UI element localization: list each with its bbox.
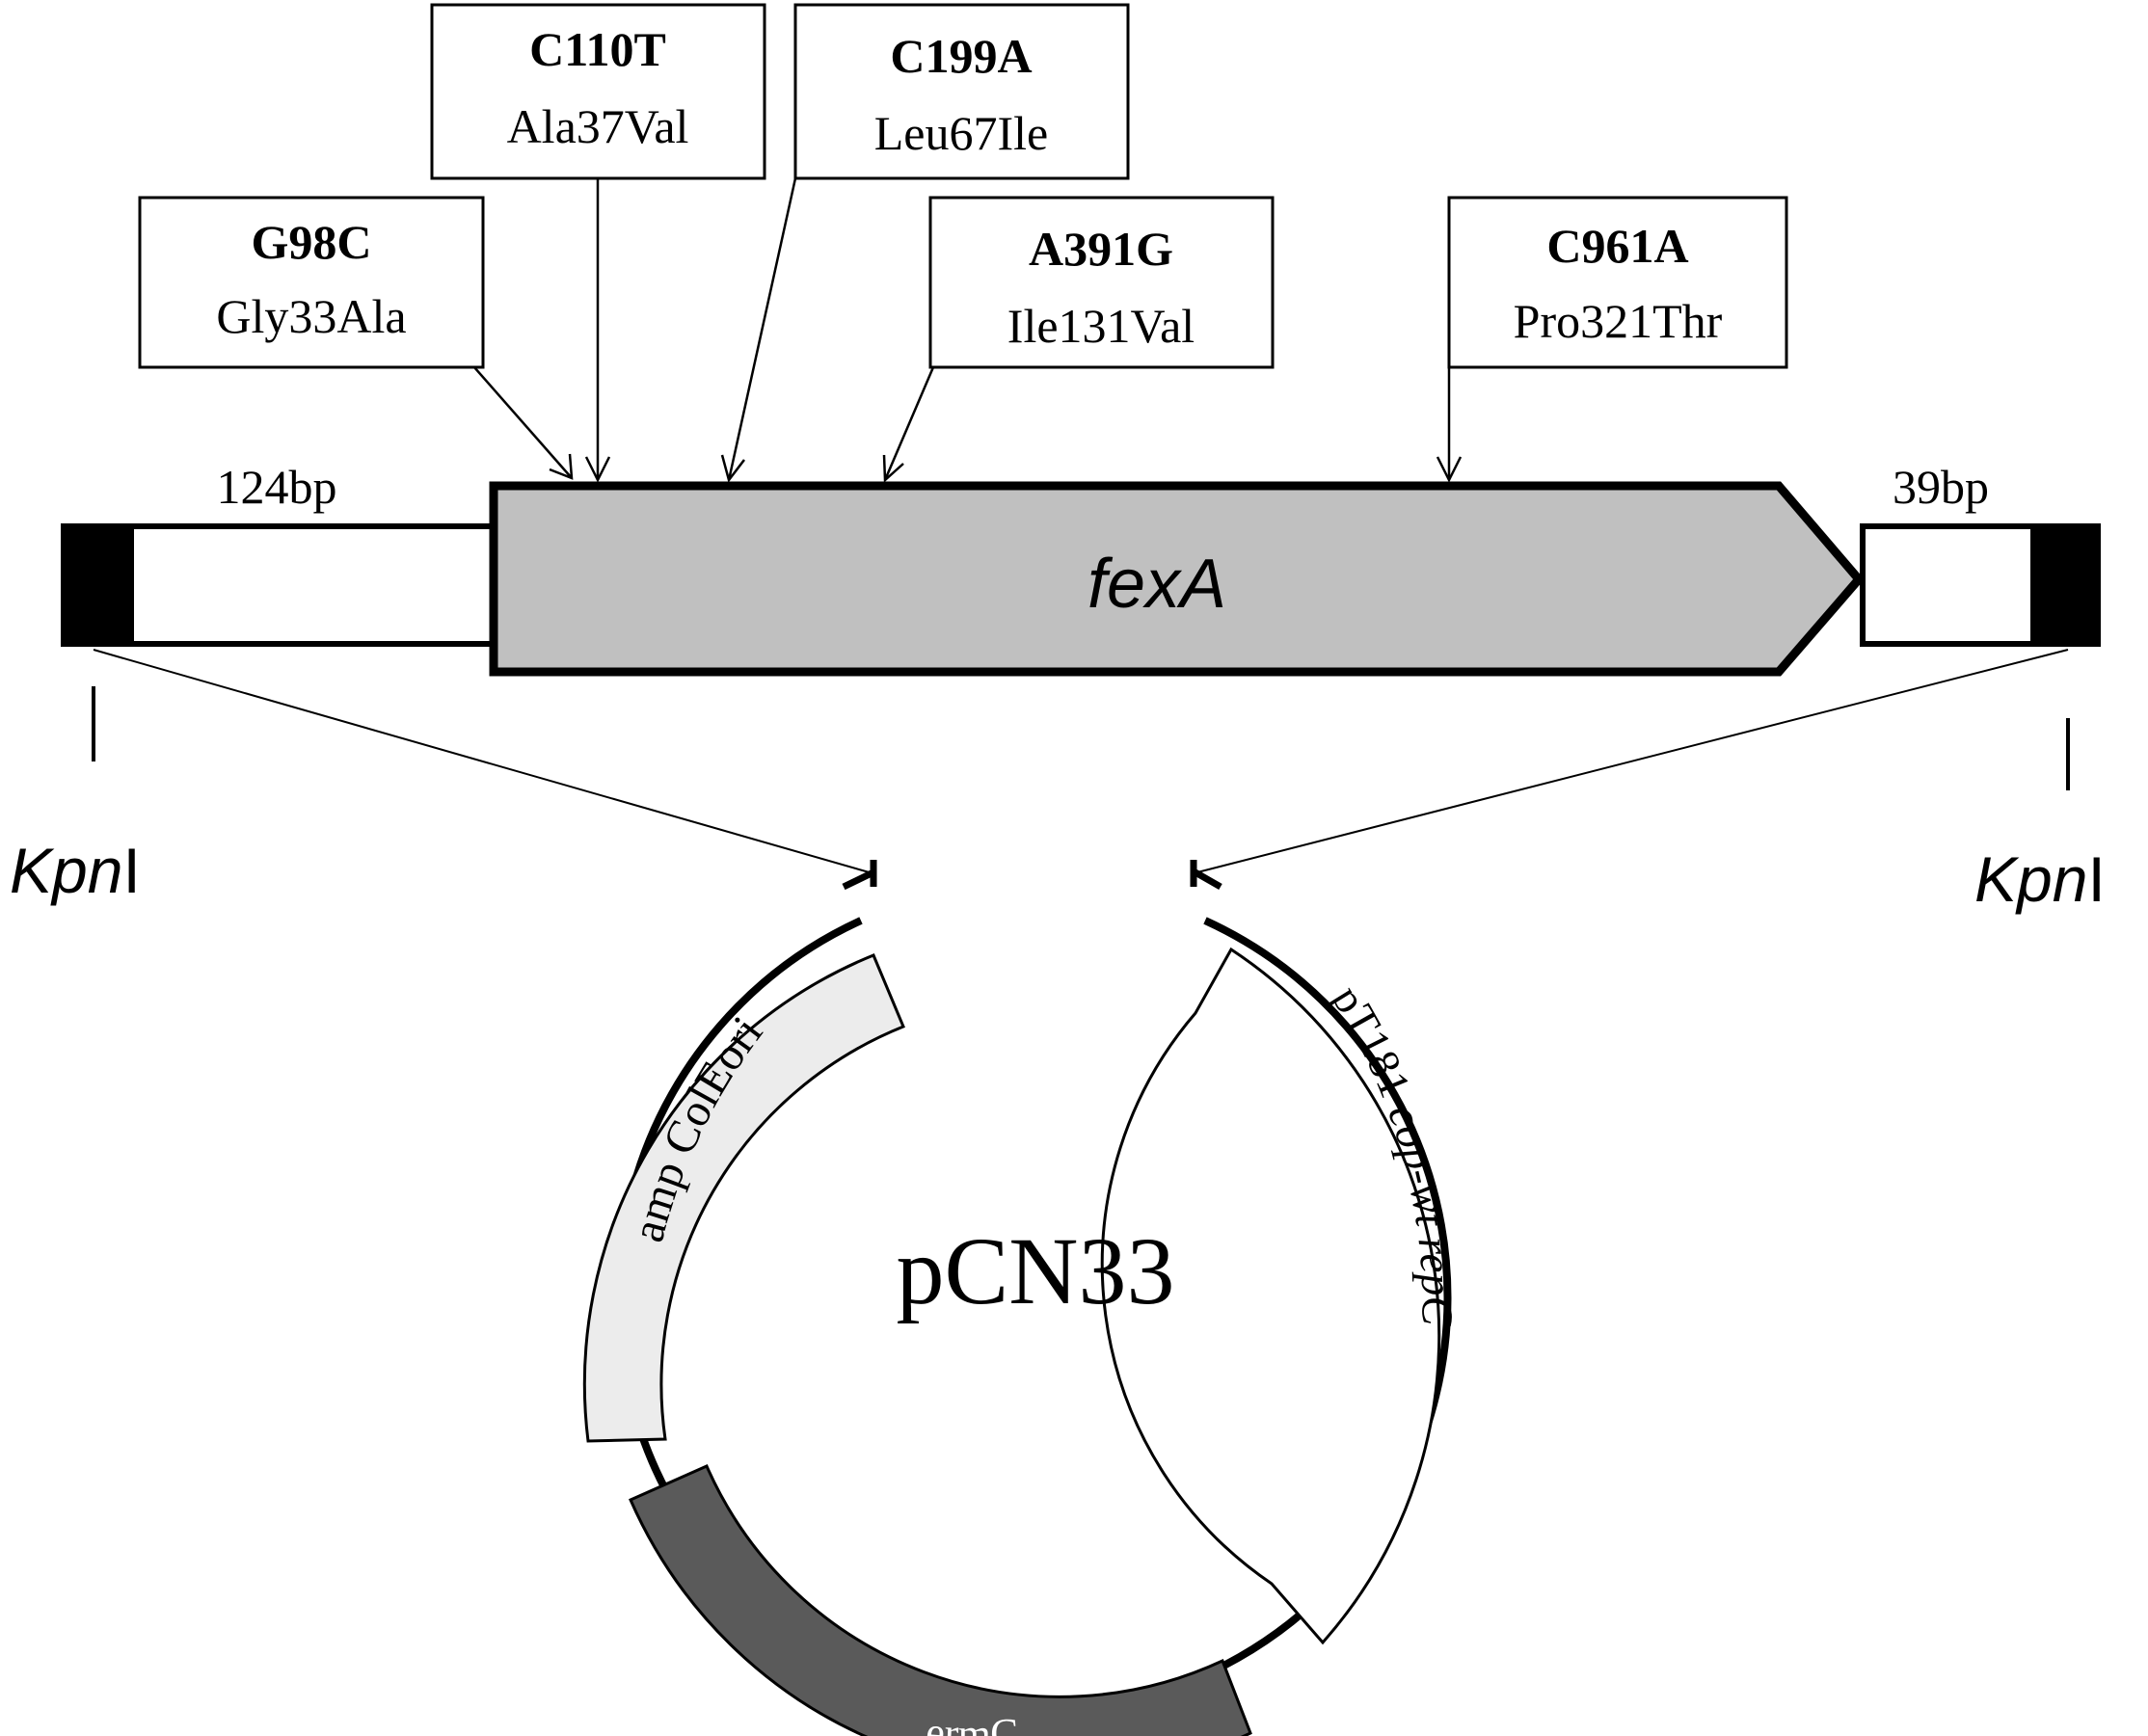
cloning-site-end-left (842, 860, 877, 891)
mutation-protein: Ala37Val (507, 99, 689, 153)
mutation-box-g98c: G98C Gly33Ala (138, 196, 485, 369)
plasmid-map: amp ColEori ermC pT181 cop-wt repC pCN33 (582, 860, 1463, 1736)
mutation-protein: Ile131Val (1007, 299, 1195, 353)
kpni-label-right: KpnI (1974, 843, 2106, 915)
guide-line-right (1193, 649, 2069, 874)
mutation-callouts: G98C Gly33Ala C110T Ala37Val C199A Leu67… (138, 3, 1788, 483)
pointer-a391g (882, 366, 935, 483)
mutation-nucleotide: C110T (529, 22, 666, 76)
mutation-nucleotide: C199A (890, 29, 1032, 83)
mutation-nucleotide: A391G (1029, 222, 1173, 276)
kpni-label-left: KpnI (10, 835, 141, 906)
pointer-c961a (1436, 367, 1463, 483)
kpni-site-right: KpnI (1974, 718, 2106, 915)
guide-line-left (93, 649, 873, 874)
cloning-site-end-right (1190, 860, 1222, 891)
pointer-g98c (473, 366, 574, 480)
downstream-region (1860, 523, 2039, 647)
right-kpni-end-block (2030, 523, 2101, 647)
mutation-nucleotide: G98C (252, 215, 372, 269)
left-kpni-end-block (61, 523, 133, 647)
mutation-protein: Gly33Ala (216, 289, 406, 343)
pointer-c110t (584, 178, 611, 483)
upstream-region (128, 523, 497, 647)
downstream-length-label: 39bp (1893, 460, 1989, 514)
mutation-box-c110t: C110T Ala37Val (430, 3, 766, 180)
segment-amp-colEori (582, 953, 905, 1443)
linear-insert: fexA 124bp 39bp (61, 460, 2101, 677)
mutation-nucleotide: C961A (1546, 219, 1688, 273)
fexa-gene-arrow (489, 481, 1865, 677)
fexa-gene-label: fexA (1087, 546, 1226, 623)
pointer-c199a (720, 177, 797, 483)
kpni-site-left: KpnI (10, 686, 141, 906)
mutation-protein: Leu67Ile (874, 106, 1048, 160)
insertion-guide-lines (93, 649, 2069, 874)
mutation-protein: Pro321Thr (1514, 294, 1723, 348)
mutation-box-c961a: C961A Pro321Thr (1447, 196, 1788, 369)
mutation-box-c199a: C199A Leu67Ile (793, 3, 1130, 180)
plasmid-name: pCN33 (897, 1217, 1175, 1324)
segment-pT181-repC (1100, 947, 1441, 1645)
segment-label-ermC: ermC (925, 1708, 1020, 1736)
mutation-box-a391g: A391G Ile131Val (928, 196, 1275, 369)
segment-ermC (629, 1464, 1252, 1736)
upstream-length-label: 124bp (217, 460, 337, 514)
